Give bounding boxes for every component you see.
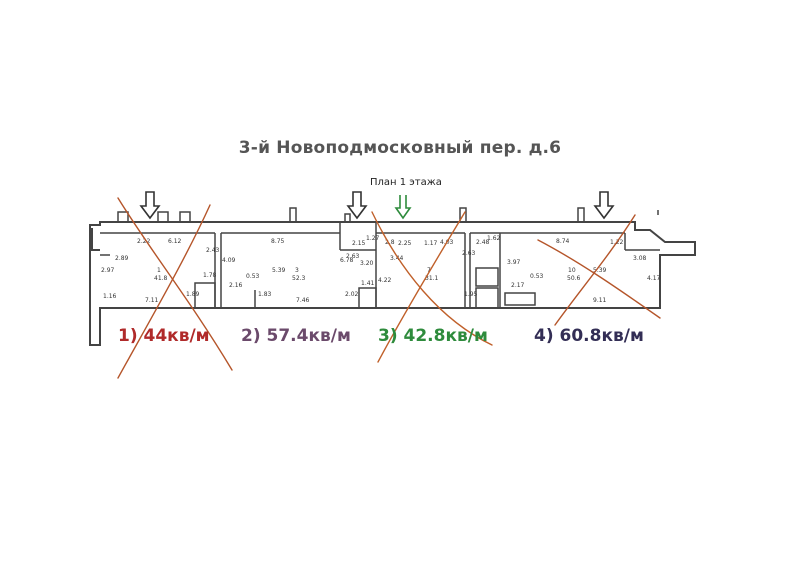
dim-label: 1.17 — [424, 240, 438, 247]
window-notches — [117, 207, 659, 222]
area-label-1: 1) 44кв/м — [118, 326, 210, 346]
dim-label: 2.63 — [346, 253, 360, 260]
area-label-4: 4) 60.8кв/м — [534, 326, 644, 346]
dim-label: 3.97 — [507, 259, 521, 266]
dim-label: 1.62 — [487, 235, 501, 242]
dim-label: 2.43 — [206, 247, 220, 254]
dim-label: 6.78 — [340, 257, 354, 264]
dim-label: 2.63 — [462, 250, 476, 257]
room-numbers: 1 3 7 10 — [157, 267, 576, 274]
room-number: 10 — [568, 267, 576, 274]
dim-label: 2.48 — [476, 239, 490, 246]
room-number: 7 — [427, 267, 431, 274]
dim-label: 1.83 — [258, 291, 272, 298]
area-label-3: 3) 42.8кв/м — [378, 326, 488, 346]
dim-label: 31.1 — [425, 275, 439, 282]
dim-label: 2.17 — [511, 282, 525, 289]
dim-label: 7.46 — [296, 297, 310, 304]
dim-label: 8.75 — [271, 238, 285, 245]
dim-label: 2.22 — [137, 238, 151, 245]
cross-area-4 — [554, 214, 636, 326]
dim-label: 5.39 — [593, 267, 607, 274]
dim-label: 3.20 — [360, 260, 374, 267]
interior-walls — [100, 222, 660, 309]
cross-area-3 — [377, 211, 466, 363]
dim-label: 2.15 — [352, 240, 366, 247]
arrow-down-icon — [593, 191, 615, 220]
dim-label: 3.08 — [633, 255, 647, 262]
room-number: 1 — [157, 267, 161, 274]
dim-label: 4.09 — [222, 257, 236, 264]
room-number: 3 — [295, 267, 299, 274]
dim-label: 2.02 — [345, 291, 359, 298]
dim-label: 1.95 — [464, 291, 478, 298]
arrow-down-icon — [346, 191, 368, 220]
dim-label: 41.8 — [154, 275, 168, 282]
area-label-2: 2) 57.4кв/м — [241, 326, 351, 346]
entrance-arrows — [139, 191, 615, 220]
dim-label: 50.6 — [567, 275, 581, 282]
dim-label: 3.44 — [390, 255, 404, 262]
dim-label: 4.22 — [378, 277, 392, 284]
dim-label: 2.16 — [229, 282, 243, 289]
arrow-down-icon — [139, 191, 161, 220]
dim-label: 0.53 — [530, 273, 544, 280]
cross-area-4 — [537, 239, 661, 319]
dim-label: 7.11 — [145, 297, 159, 304]
dim-label: 9.11 — [593, 297, 607, 304]
dim-label: 2.8 — [385, 239, 395, 246]
dim-label: 1.89 — [186, 291, 200, 298]
dim-label: 2.97 — [101, 267, 115, 274]
cross-area-3 — [371, 211, 493, 346]
cross-area-1 — [117, 197, 233, 371]
page-title: 3-й Новоподмосковный пер. д.6 — [238, 138, 562, 158]
dim-label: 1.41 — [361, 280, 375, 287]
plan-subtitle: План 1 этажа — [370, 177, 442, 188]
dim-label: 52.3 — [292, 275, 306, 282]
dim-label: 2.89 — [115, 255, 129, 262]
cross-area-1 — [117, 204, 211, 379]
dim-label: 0.53 — [246, 273, 260, 280]
arrow-down-icon — [394, 195, 412, 220]
dim-label: 2.25 — [398, 240, 412, 247]
dim-label: 8.74 — [556, 238, 570, 245]
dim-label: 1.16 — [103, 293, 117, 300]
cross-marks — [117, 197, 661, 379]
dim-label: 4.17 — [647, 275, 661, 282]
dim-label: 6.12 — [168, 238, 182, 245]
dim-label: 1.27 — [366, 235, 380, 242]
building-outline — [89, 221, 696, 346]
dimension-labels: 2.22 6.12 2.43 8.75 2.63 2.15 1.27 2.8 2… — [101, 235, 661, 304]
dim-label: 5.39 — [272, 267, 286, 274]
dim-label: 1.78 — [203, 272, 217, 279]
